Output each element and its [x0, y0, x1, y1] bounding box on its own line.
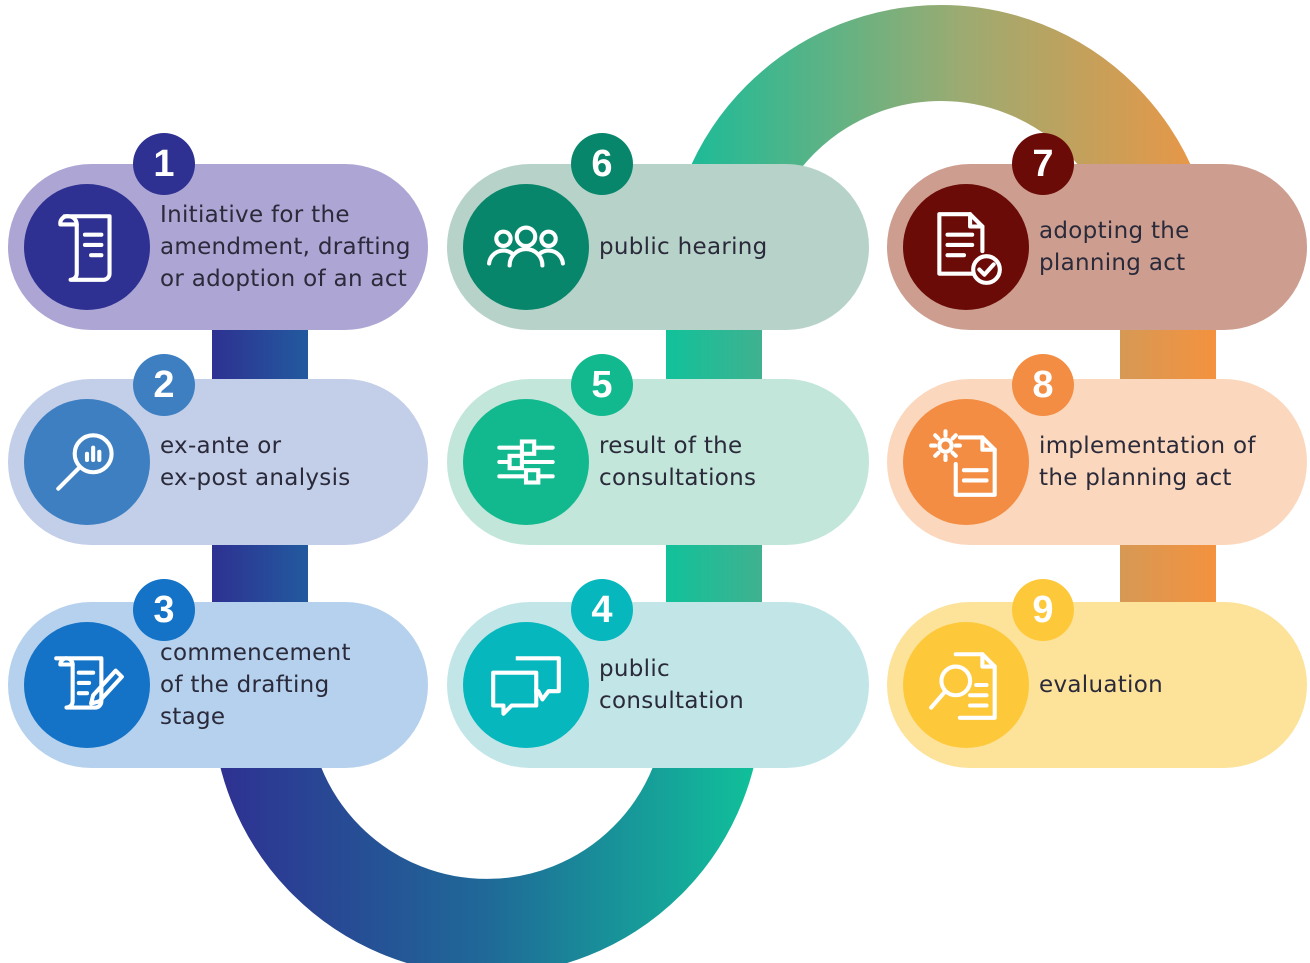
step-8-label: implementation of the planning act: [1039, 433, 1256, 491]
bottom-arc-connector: [212, 699, 762, 963]
step-4-icon-circle: [463, 622, 589, 748]
step-6-card: public hearing 6: [447, 133, 869, 330]
step-1-icon-circle: [24, 184, 150, 310]
scroll-document-icon: [58, 214, 112, 282]
step-3-label: commencement of the drafting stage: [160, 640, 351, 730]
step-9-label: evaluation: [1039, 672, 1163, 698]
step-5-label: result of the consultations: [599, 433, 757, 491]
step-2-card: ex-ante or ex-post analysis 2: [8, 354, 428, 545]
step-8-card: implementation of the planning act 8: [887, 354, 1307, 545]
step-3-badge: 3: [133, 579, 195, 641]
step-9-card: evaluation 9: [887, 579, 1307, 768]
group-people-icon: [487, 225, 565, 268]
step-8-badge: 8: [1012, 354, 1074, 416]
step-6-label: public hearing: [599, 234, 768, 260]
step-7-icon-circle: [903, 184, 1029, 310]
document-check-icon: [937, 212, 1002, 285]
gear-document-icon: [929, 429, 997, 497]
step-2-icon-circle: [24, 399, 150, 525]
step-5-icon-circle: [463, 399, 589, 525]
speech-bubbles-icon: [491, 656, 561, 716]
step-4-label: public consultation: [599, 656, 745, 714]
step-7-label: adopting the planning act: [1039, 218, 1190, 276]
step-1-badge: 1: [133, 133, 195, 195]
step-3-icon-circle: [24, 622, 150, 748]
step-5-badge: 5: [571, 354, 633, 416]
step-9-icon-circle: [903, 622, 1029, 748]
search-document-icon: [929, 652, 997, 720]
step-1-label: Initiative for the amendment, drafting o…: [160, 202, 411, 292]
sliders-icon: [497, 439, 555, 485]
step-3-card: commencement of the drafting stage 3: [8, 579, 428, 768]
scroll-pen-icon: [54, 656, 124, 710]
step-2-badge: 2: [133, 354, 195, 416]
step-7-badge: 7: [1012, 133, 1074, 195]
step-4-badge: 4: [571, 579, 633, 641]
step-5-card: result of the consultations 5: [447, 354, 869, 545]
step-1-card: Initiative for the amendment, drafting o…: [8, 133, 428, 330]
step-7-card: adopting the planning act 7: [887, 133, 1307, 330]
step-6-icon-circle: [463, 184, 589, 310]
magnifier-chart-icon: [56, 433, 114, 491]
step-9-badge: 9: [1012, 579, 1074, 641]
step-6-badge: 6: [571, 133, 633, 195]
step-8-icon-circle: [903, 399, 1029, 525]
step-2-label: ex-ante or ex-post analysis: [160, 433, 351, 491]
step-4-card: public consultation 4: [447, 579, 869, 768]
